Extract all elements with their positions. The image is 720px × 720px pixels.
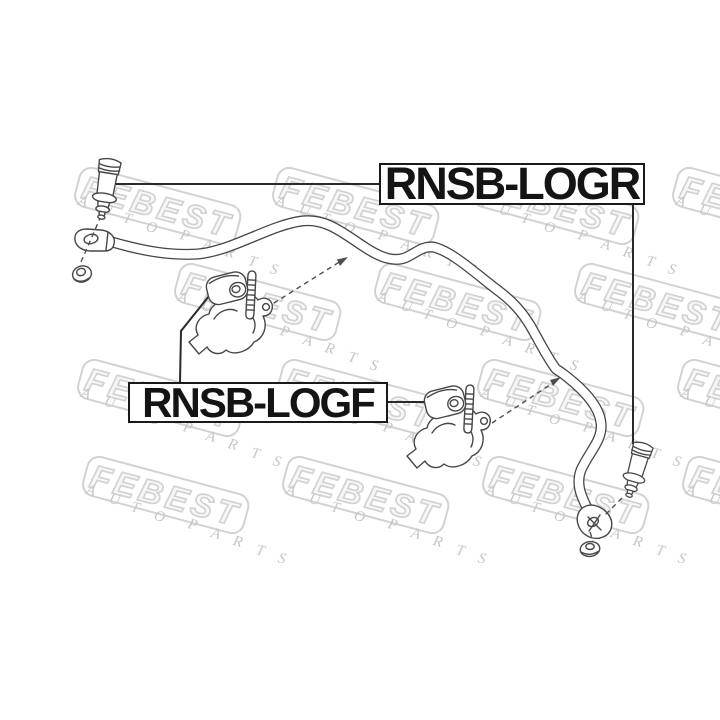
- nut: [579, 540, 601, 558]
- washer: [71, 265, 93, 283]
- bushing-bracket-assembly-1: [188, 269, 274, 355]
- stabilizer-bar: [106, 215, 607, 516]
- part-label-rnsb-logr: RNSB-LOGR: [379, 158, 645, 209]
- bar-right-eye: [576, 504, 613, 540]
- link-part-top-left: [88, 156, 124, 222]
- dashed-line-link-bottom: [602, 497, 623, 518]
- link-part-bottom-right: [617, 439, 656, 501]
- bushing-bracket-assembly-2: [406, 383, 492, 469]
- dashed-arrow-rear-bushing: [491, 377, 561, 424]
- leader-line-logf-left: [179, 290, 214, 383]
- dashed-arrow-front-bushing: [265, 257, 348, 309]
- bar-left-eye: [74, 228, 116, 252]
- part-label-rnsb-logf: RNSB-LOGF: [128, 379, 388, 426]
- dashed-line-eye-nut: [589, 531, 594, 542]
